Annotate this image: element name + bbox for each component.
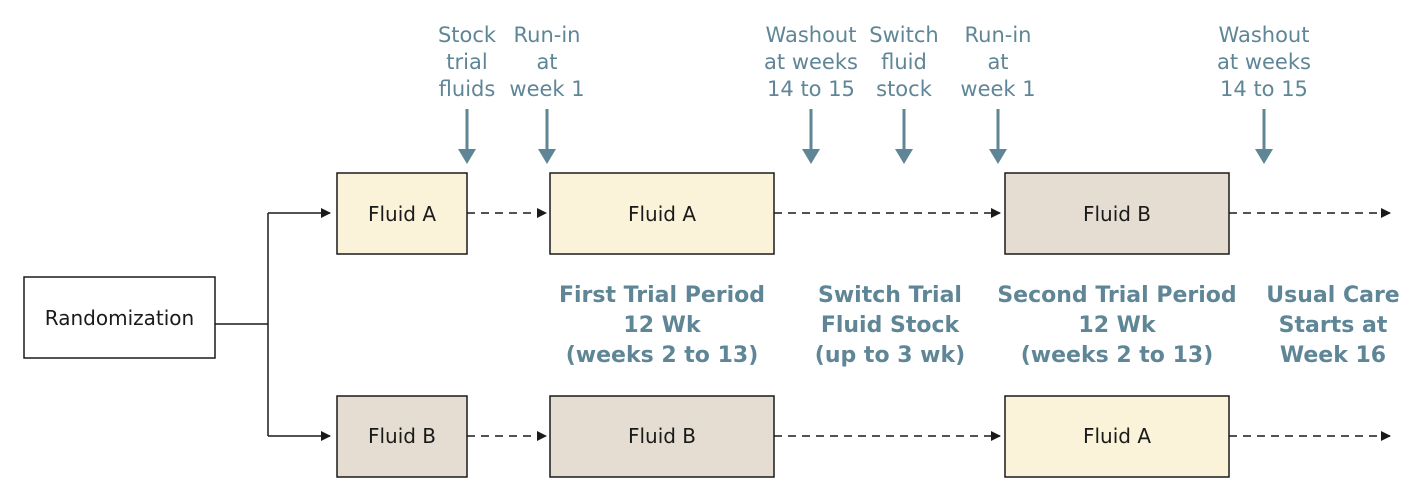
annotation-line: at weeks bbox=[764, 50, 858, 74]
annotation-line: Switch bbox=[869, 23, 938, 47]
down-arrow-icon bbox=[802, 149, 820, 164]
period-label: Second Trial Period 12 Wk (weeks 2 to 13) bbox=[997, 283, 1236, 368]
period-label-line: Second Trial Period bbox=[997, 283, 1236, 308]
annotation-text: Run-in at week 1 bbox=[960, 23, 1035, 101]
down-arrow-icon bbox=[1255, 149, 1273, 164]
period-label: First Trial Period 12 Wk (weeks 2 to 13) bbox=[559, 283, 765, 368]
period-label-line: First Trial Period bbox=[559, 283, 765, 308]
down-arrow-icon bbox=[538, 149, 556, 164]
bottom-period1-label: Fluid B bbox=[628, 424, 696, 448]
annotation-text: Switch fluid stock bbox=[869, 23, 938, 101]
period-label-line: 12 Wk bbox=[1078, 313, 1157, 338]
bottom-period1-box bbox=[549, 395, 775, 478]
annotation-line: Run-in bbox=[965, 23, 1032, 47]
top-period2-box bbox=[1004, 172, 1230, 255]
annotation-text: Run-in at week 1 bbox=[509, 23, 584, 101]
annotation-text: Washout at weeks 14 to 15 bbox=[1217, 23, 1311, 101]
period-label-line: Switch Trial bbox=[818, 283, 962, 308]
top-period1-box bbox=[549, 172, 775, 255]
randomization-label: Randomization bbox=[45, 306, 194, 330]
annotation-line: week 1 bbox=[960, 77, 1035, 101]
period-label-line: Usual Care bbox=[1266, 283, 1399, 308]
period-labels: First Trial Period 12 Wk (weeks 2 to 13) Sw… bbox=[559, 283, 1400, 368]
annotation-line: 14 to 15 bbox=[767, 77, 855, 101]
annotation-line: Washout bbox=[1219, 23, 1310, 47]
annotation-line: at bbox=[536, 50, 557, 74]
top-stock-fluid-box bbox=[336, 172, 468, 255]
period-label-line: (weeks 2 to 13) bbox=[1021, 343, 1214, 368]
randomization-box bbox=[23, 276, 216, 359]
period-label-line: Fluid Stock bbox=[821, 313, 961, 338]
annotation-text: Stock trial fluids bbox=[438, 23, 497, 101]
period-label-line: 12 Wk bbox=[623, 313, 702, 338]
period-label-line: (up to 3 wk) bbox=[815, 343, 965, 368]
bottom-period2-label: Fluid A bbox=[1083, 424, 1151, 448]
annotation-line: fluids bbox=[439, 77, 496, 101]
annotation-line: trial bbox=[446, 50, 487, 74]
period-label-line: Week 16 bbox=[1280, 343, 1386, 368]
down-arrow-icon bbox=[989, 149, 1007, 164]
top-stock-fluid-label: Fluid A bbox=[368, 202, 436, 226]
bottom-period2-box bbox=[1004, 395, 1230, 478]
down-arrow-icon bbox=[895, 149, 913, 164]
annotation-line: fluid bbox=[881, 50, 927, 74]
annotation-line: Stock bbox=[438, 23, 497, 47]
period-label-line: (weeks 2 to 13) bbox=[566, 343, 759, 368]
down-arrow-icon bbox=[458, 149, 476, 164]
top-period1-label: Fluid A bbox=[628, 202, 696, 226]
branch-connector bbox=[215, 208, 331, 441]
annotation-line: week 1 bbox=[509, 77, 584, 101]
annotation-line: 14 to 15 bbox=[1220, 77, 1308, 101]
bottom-stock-fluid-box bbox=[336, 395, 468, 478]
period-label-line: Starts at bbox=[1279, 313, 1388, 338]
annotation-text: Washout at weeks 14 to 15 bbox=[764, 23, 858, 101]
annotation-line: at weeks bbox=[1217, 50, 1311, 74]
top-period2-label: Fluid B bbox=[1083, 202, 1151, 226]
annotation-line: stock bbox=[876, 77, 933, 101]
annotation-line: Washout bbox=[766, 23, 857, 47]
timeline-annotations: Stock trial fluids Run-in at week 1 Washout at … bbox=[438, 23, 1311, 164]
annotation-line: Run-in bbox=[514, 23, 581, 47]
annotation-line: at bbox=[987, 50, 1008, 74]
bottom-stock-fluid-label: Fluid B bbox=[368, 424, 436, 448]
